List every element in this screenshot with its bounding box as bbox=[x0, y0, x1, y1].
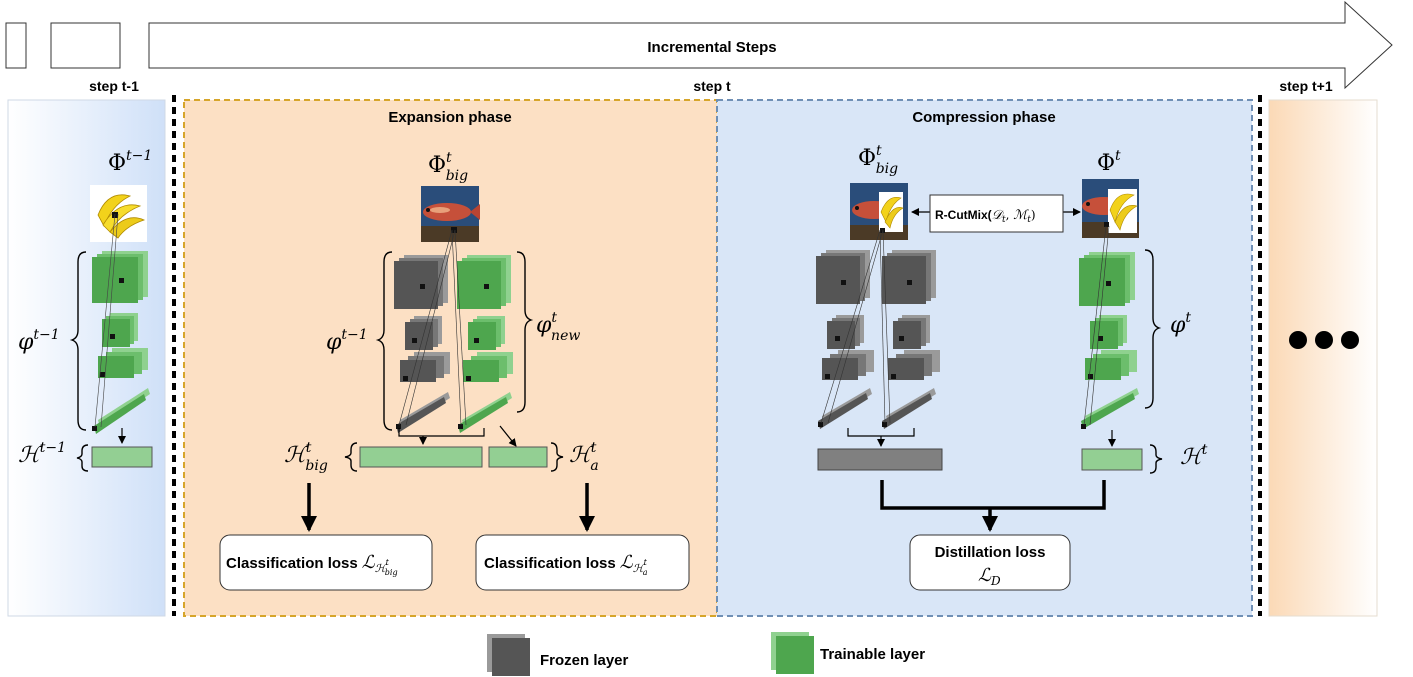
varphi-prev-brace bbox=[69, 251, 87, 431]
varphi-prev-symbol-expansion: φt−1 bbox=[326, 327, 368, 355]
distill-loss-symbol: ℒD bbox=[978, 565, 1001, 588]
prev-head bbox=[91, 446, 153, 468]
varphi-prev-symbol: φt−1 bbox=[18, 327, 60, 355]
varphi-new-brace bbox=[516, 251, 534, 413]
cls-big-loss-box bbox=[219, 534, 433, 591]
varphi-prev-brace-expansion bbox=[375, 251, 393, 431]
rcutmix-box bbox=[929, 194, 1064, 233]
distill-loss-box bbox=[909, 534, 1071, 591]
next-step-panel bbox=[1268, 99, 1378, 617]
prev-step-box-small bbox=[5, 22, 27, 69]
compression-phase-title: Compression phase bbox=[912, 109, 1055, 126]
step-prev-label: step t-1 bbox=[89, 78, 139, 94]
varphi-t-symbol: φt bbox=[1170, 310, 1191, 338]
legend-trainable-label: Trainable layer bbox=[820, 646, 925, 663]
legend-trainable-swatch bbox=[771, 632, 814, 674]
prev-layer-stack bbox=[92, 213, 150, 434]
more-steps-ellipsis bbox=[1289, 331, 1359, 349]
to-aux-head-arrow bbox=[499, 425, 517, 447]
prev-model: Φt−1 bbox=[18, 148, 153, 472]
phi-t-symbol: Φt bbox=[1097, 148, 1121, 176]
h-t-symbol: ℋt bbox=[1180, 442, 1208, 470]
varphi-t-brace bbox=[1144, 249, 1162, 409]
frozen-branch-expansion bbox=[394, 229, 456, 433]
distill-loss-label: Distillation loss bbox=[935, 544, 1046, 561]
aux-head bbox=[488, 446, 548, 468]
fish-image-expansion bbox=[421, 186, 480, 242]
frozen-branch-compression-a bbox=[816, 229, 884, 429]
big-head-expansion bbox=[359, 446, 483, 468]
expansion-merge-connector bbox=[398, 428, 485, 437]
h-prev-brace bbox=[76, 444, 89, 472]
incremental-steps-header: Incremental Steps step t-1 step t step t… bbox=[5, 0, 1393, 94]
mixed-image-t bbox=[1082, 179, 1139, 238]
distillation-connector bbox=[880, 480, 1106, 510]
step-current-label: step t bbox=[693, 78, 731, 94]
frozen-branch-compression-b bbox=[879, 229, 940, 429]
h-t-brace bbox=[1149, 444, 1163, 474]
incremental-steps-label: Incremental Steps bbox=[647, 39, 776, 56]
step-next-label: step t+1 bbox=[1279, 78, 1333, 94]
trainable-branch-expansion bbox=[451, 229, 513, 433]
banana-image bbox=[90, 185, 147, 242]
phi-prev-symbol: Φt−1 bbox=[108, 148, 152, 176]
legend-frozen-swatch bbox=[487, 634, 530, 676]
h-prev-symbol: ℋt−1 bbox=[18, 440, 66, 468]
mixed-image-big bbox=[850, 183, 908, 240]
expansion-phase-title: Expansion phase bbox=[388, 109, 511, 126]
cls-a-loss-box bbox=[475, 534, 690, 591]
legend-frozen-label: Frozen layer bbox=[540, 652, 629, 669]
student-head bbox=[1081, 448, 1143, 471]
legend: Frozen layer Trainable layer bbox=[487, 632, 925, 676]
incremental-steps-arrow bbox=[148, 0, 1393, 90]
rcutmix-label: R-CutMix(𝒟t, ℳt) bbox=[935, 208, 1036, 225]
student-branch bbox=[1079, 225, 1139, 429]
big-head-compression bbox=[817, 448, 943, 471]
h-a-brace bbox=[550, 442, 564, 472]
h-big-brace bbox=[344, 442, 358, 472]
prev-step-box bbox=[50, 22, 121, 69]
